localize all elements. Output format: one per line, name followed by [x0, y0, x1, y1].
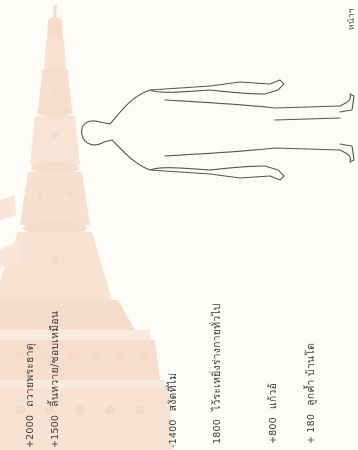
note-line: -1400สงัดที่ไม่ — [161, 373, 181, 448]
note-line: +800แก้วอ้ — [261, 383, 281, 444]
corner-text: หน้าฯ — [344, 8, 358, 30]
note-line: +2000ถวายพระธาตุ — [18, 343, 38, 448]
note-line: +1500ลิ้นหวาย/ชอบเหมือน — [43, 311, 63, 448]
body-outline-icon — [70, 60, 358, 200]
note-line: + 180ลูกค้ำ บ้านโต — [299, 343, 319, 444]
note-line: 1800ไว้ระเหยิ่งร่างกายทั่วไป — [205, 303, 225, 444]
